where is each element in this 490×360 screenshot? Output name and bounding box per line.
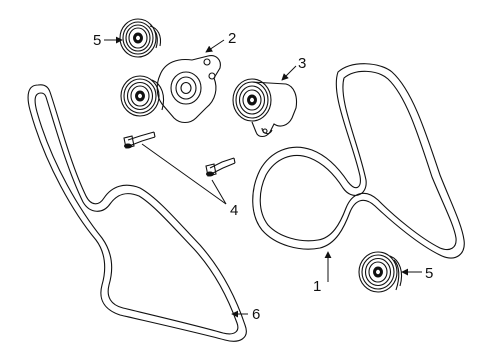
callout-2: 2: [228, 30, 236, 47]
callout-5-bottom: 5: [425, 265, 433, 282]
callout-4: 4: [230, 202, 238, 219]
leader-lines: [104, 36, 422, 318]
idler-pulley-top[interactable]: [119, 18, 162, 58]
idler-pulley-bottom[interactable]: [358, 251, 403, 293]
belt-tensioner-assembly[interactable]: [232, 78, 298, 138]
callout-6: 6: [252, 306, 260, 323]
bolt-upper[interactable]: [123, 131, 156, 149]
belt-6[interactable]: [27, 84, 247, 342]
callout-3: 3: [298, 55, 306, 72]
callout-1: 1: [313, 278, 321, 295]
callout-5-top: 5: [93, 32, 101, 49]
belt-tensioner[interactable]: [120, 55, 221, 124]
belt-1[interactable]: [252, 63, 465, 259]
bolt-lower[interactable]: [205, 157, 236, 177]
